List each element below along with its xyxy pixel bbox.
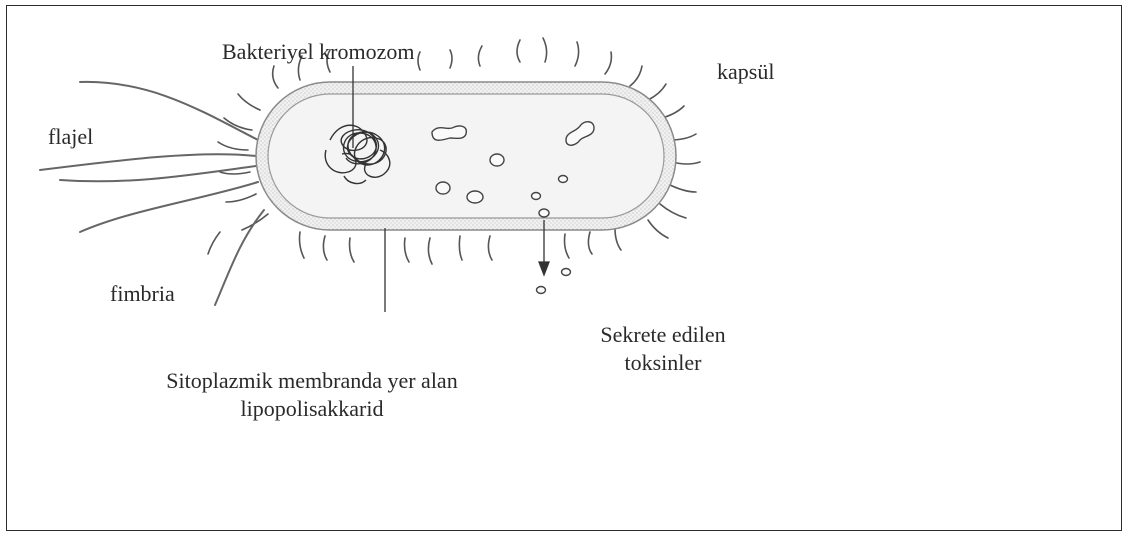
lps-label-line1: Sitoplazmik membranda yer alan [112, 367, 512, 395]
lps-label-line2: lipopolisakkarid [112, 395, 512, 423]
capsule-label: kapsül [717, 58, 774, 86]
lps-label: Sitoplazmik membranda yer alan lipopolis… [112, 367, 512, 422]
flagella [40, 82, 264, 305]
toxins-label-line1: Sekrete edilen [570, 321, 756, 349]
toxins-label-line2: toksinler [570, 349, 756, 377]
fimbria-label: fimbria [110, 280, 175, 308]
cell-membrane [268, 94, 664, 218]
chromosome-label: Bakteriyel kromozom [222, 38, 414, 66]
toxins-label: Sekrete edilen toksinler [570, 321, 756, 376]
flagellum-label: flajel [48, 123, 93, 151]
